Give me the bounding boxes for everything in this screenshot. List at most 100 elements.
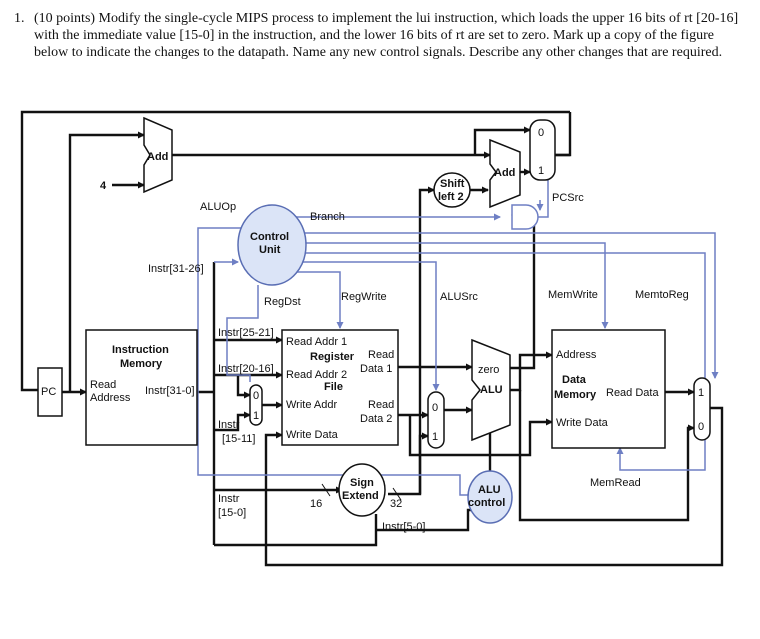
aluop-wire	[197, 227, 479, 499]
signext-to-alusrc-mux-wire	[388, 432, 429, 496]
data-memory	[551, 329, 666, 449]
control-label-1: Control	[250, 231, 289, 243]
memread-label: MemRead	[590, 477, 641, 489]
bits-32-tick	[392, 487, 402, 501]
sign-label-2: Extend	[342, 490, 379, 502]
sign-extend	[338, 463, 386, 517]
const-4-label: 4	[100, 180, 107, 192]
instr-15-0-label-a: Instr	[218, 493, 240, 505]
control-wires	[197, 200, 719, 499]
alu-to-dmem-addr-wire	[510, 351, 553, 392]
regdst-mux-0: 0	[253, 390, 259, 402]
regdst-label: RegDst	[264, 296, 301, 308]
memtoreg-label: MemtoReg	[635, 289, 689, 301]
alusrc-wire	[290, 261, 440, 391]
pcplus4-to-mux-wire	[473, 126, 531, 155]
imem-read-label: Read	[90, 379, 116, 391]
bits-32-label: 32	[390, 498, 402, 510]
shift-label-2: left 2	[438, 191, 464, 203]
dmem-write-data-label: Write Data	[556, 417, 609, 429]
branch-adder	[489, 138, 521, 209]
branch-label: Branch	[310, 211, 345, 223]
pcsrc-label: PCSrc	[552, 192, 584, 204]
rt-to-regdst-mux-wire	[236, 375, 251, 399]
shift-left-2	[433, 172, 471, 208]
sign-label-1: Sign	[350, 477, 374, 489]
control-label-2: Unit	[259, 244, 281, 256]
question-text: 1. (10 points) Modify the single-cycle M…	[14, 10, 749, 61]
alu-control	[467, 470, 513, 524]
imem-address-label: Address	[90, 392, 131, 404]
regwrite-wire	[285, 271, 344, 329]
branch-and-gate	[511, 204, 539, 230]
signext-to-shift-wire	[418, 186, 435, 494]
zero-label: zero	[478, 364, 499, 376]
alusrc-mux-0: 0	[432, 402, 438, 414]
dmem-label-1: Data	[562, 374, 587, 386]
memtoreg-mux-0: 0	[698, 421, 704, 433]
instr-25-21-label: Instr[25-21]	[218, 327, 274, 339]
aluctl-label-1: ALU	[478, 484, 501, 496]
instr-31-0-label: Instr[31-0]	[145, 385, 195, 397]
zero-to-and-wire	[510, 211, 536, 370]
alusrc-mux	[427, 391, 445, 449]
write-addr-label: Write Addr	[286, 399, 337, 411]
imem-label-2: Memory	[120, 358, 163, 370]
question-number: 1.	[14, 11, 25, 26]
write-data-rf-label: Write Data	[286, 429, 339, 441]
instruction-memory	[85, 329, 198, 446]
alu-bypass-to-memtoreg-wire	[518, 390, 695, 522]
alu-label: ALU	[480, 384, 503, 396]
aluop-label: ALUOp	[200, 201, 236, 213]
memtoreg-wire	[300, 232, 719, 379]
read-data1-label-b: Data 1	[360, 363, 392, 375]
pc-register	[37, 367, 63, 417]
read-data2-label-b: Data 2	[360, 413, 392, 425]
writeback-wire	[264, 406, 724, 567]
instr-5-0-wire	[214, 514, 378, 547]
dmem-address-label: Address	[556, 349, 597, 361]
opcode-label: Instr[31-26]	[148, 263, 204, 275]
instr-15-11-label-b: [15-11]	[222, 433, 255, 445]
regdst-mux	[249, 384, 263, 426]
memread-wire	[298, 252, 706, 471]
read-data2-label-a: Read	[368, 399, 394, 411]
pc-adder-label: Add	[147, 151, 168, 163]
register-label: Register	[310, 351, 355, 363]
pc-label: PC	[41, 386, 56, 398]
memwrite-wire	[300, 242, 609, 329]
instr-5-0-label: Instr[5-0]	[382, 521, 425, 533]
memtoreg-mux-1: 1	[698, 387, 704, 399]
read-addr-2-label: Read Addr 2	[286, 369, 347, 381]
alusrc-label: ALUSrc	[440, 291, 478, 303]
pc-to-add-wire	[68, 131, 145, 392]
pcsrc-mux	[529, 119, 556, 181]
dmem-read-data-label: Read Data	[606, 387, 659, 399]
instr-15-11-label-a: Instr	[218, 419, 240, 431]
datapath-wires	[20, 110, 724, 567]
pcsrc-mux-0: 0	[538, 127, 544, 139]
regdst-mux-1: 1	[253, 410, 259, 422]
dmem-label-2: Memory	[554, 389, 597, 401]
alu	[471, 338, 511, 442]
regwrite-label: RegWrite	[341, 291, 387, 303]
read-addr-1-label: Read Addr 1	[286, 336, 347, 348]
question-body: (10 points) Modify the single-cycle MIPS…	[34, 11, 739, 60]
alusrc-mux-1: 1	[432, 431, 438, 443]
pcsrc-mux-1: 1	[538, 165, 544, 177]
instr-20-16-label: Instr[20-16]	[218, 363, 274, 375]
memtoreg-mux	[693, 377, 711, 441]
imem-label-1: Instruction	[112, 344, 169, 356]
memwrite-label: MemWrite	[548, 289, 598, 301]
instr-15-0-label-b: [15-0]	[218, 507, 246, 519]
read-data1-label-a: Read	[368, 349, 394, 361]
rd2-to-dmem-wire	[408, 415, 553, 457]
bits-16-tick	[321, 483, 331, 497]
register-file	[281, 329, 399, 446]
pc-adder	[143, 116, 173, 194]
control-unit	[237, 204, 307, 286]
bits-16-label: 16	[310, 498, 322, 510]
aluctl-label-2: control	[468, 497, 505, 509]
file-label: File	[324, 381, 343, 393]
